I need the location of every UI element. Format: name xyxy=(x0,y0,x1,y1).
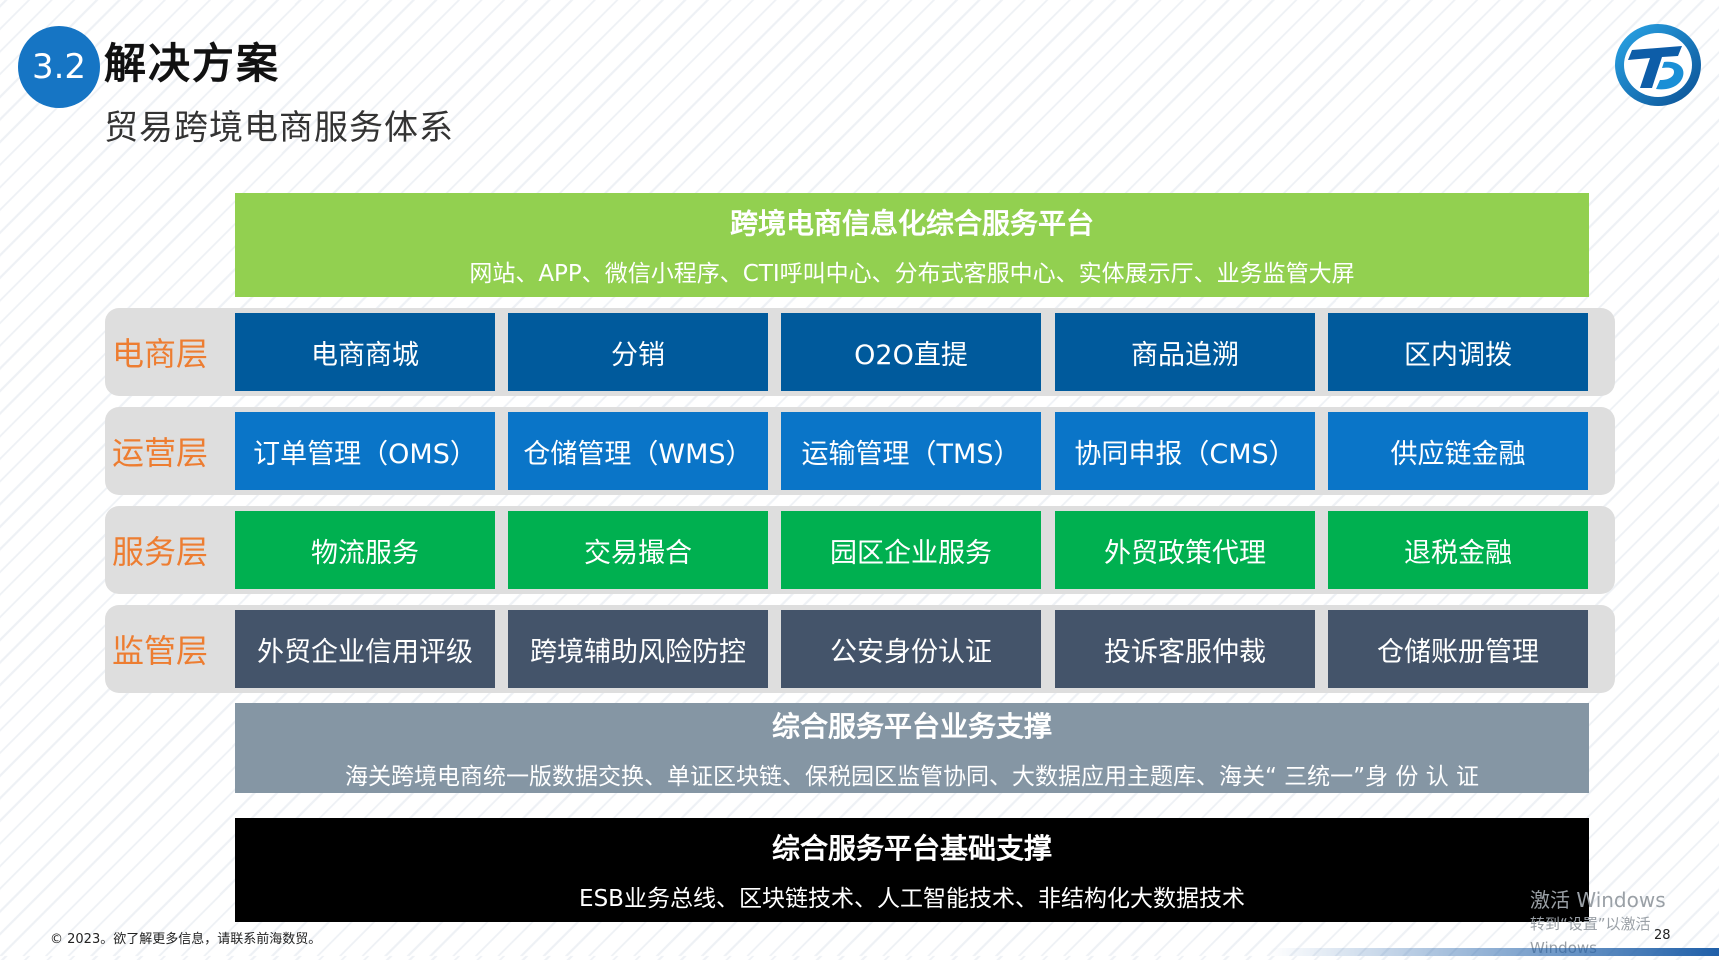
layer-cell: 外贸政策代理 xyxy=(1055,511,1315,589)
layer-cell: O2O直提 xyxy=(781,313,1041,391)
layer-cell: 跨境辅助风险防控 xyxy=(508,610,768,688)
base-band-subtitle: ESB业务总线、区块链技术、人工智能技术、非结构化大数据技术 xyxy=(579,886,1245,912)
page-title: 解决方案 xyxy=(104,39,281,88)
layer-cell: 电商商城 xyxy=(235,313,495,391)
top-band-title: 跨境电商信息化综合服务平台 xyxy=(729,207,1094,240)
footer-copyright: © 2023。欲了解更多信息，请联系前海数贸。 xyxy=(50,932,322,947)
company-logo-icon xyxy=(1615,24,1701,106)
layer-cell: 公安身份认证 xyxy=(781,610,1041,688)
layer-cell: 交易撮合 xyxy=(508,511,768,589)
layer-cell: 分销 xyxy=(508,313,768,391)
business-support-band: 综合服务平台业务支撑 海关跨境电商统一版数据交换、单证区块链、保税园区监管协同、… xyxy=(235,703,1589,793)
top-platform-band: 跨境电商信息化综合服务平台 网站、APP、微信小程序、CTI呼叫中心、分布式客服… xyxy=(235,193,1589,297)
bottom-accent-bar xyxy=(1270,948,1719,956)
layer-cell: 仓储账册管理 xyxy=(1328,610,1588,688)
layer-cell: 园区企业服务 xyxy=(781,511,1041,589)
layer-cell: 区内调拨 xyxy=(1328,313,1588,391)
base-band-title: 综合服务平台基础支撑 xyxy=(771,832,1052,865)
layer-cell: 退税金融 xyxy=(1328,511,1588,589)
layer-label-services: 服务层 xyxy=(111,533,208,571)
section-number-badge: 3.2 xyxy=(18,26,100,108)
layer-cell: 物流服务 xyxy=(235,511,495,589)
layer-label-ecommerce: 电商层 xyxy=(111,335,208,373)
page-number: 28 xyxy=(1654,928,1671,943)
layer-cell: 商品追溯 xyxy=(1055,313,1315,391)
top-band-subtitle: 网站、APP、微信小程序、CTI呼叫中心、分布式客服中心、实体展示厅、业务监管大… xyxy=(469,261,1355,287)
layer-cell: 订单管理（OMS） xyxy=(235,412,495,490)
layer-cell: 仓储管理（WMS） xyxy=(508,412,768,490)
support-band-title: 综合服务平台业务支撑 xyxy=(771,710,1052,743)
watermark-line1: 激活 Windows xyxy=(1530,888,1666,912)
layer-label-supervision: 监管层 xyxy=(111,632,208,670)
layer-cell: 外贸企业信用评级 xyxy=(235,610,495,688)
page-subtitle: 贸易跨境电商服务体系 xyxy=(104,108,454,148)
infrastructure-support-band: 综合服务平台基础支撑 ESB业务总线、区块链技术、人工智能技术、非结构化大数据技… xyxy=(235,818,1589,922)
layer-cell: 投诉客服仲裁 xyxy=(1055,610,1315,688)
layer-cell: 供应链金融 xyxy=(1328,412,1588,490)
support-band-subtitle: 海关跨境电商统一版数据交换、单证区块链、保税园区监管协同、大数据应用主题库、海关… xyxy=(344,764,1480,790)
layer-cell: 运输管理（TMS） xyxy=(781,412,1041,490)
layer-label-operations: 运营层 xyxy=(111,434,208,472)
layer-cell: 协同申报（CMS） xyxy=(1055,412,1315,490)
